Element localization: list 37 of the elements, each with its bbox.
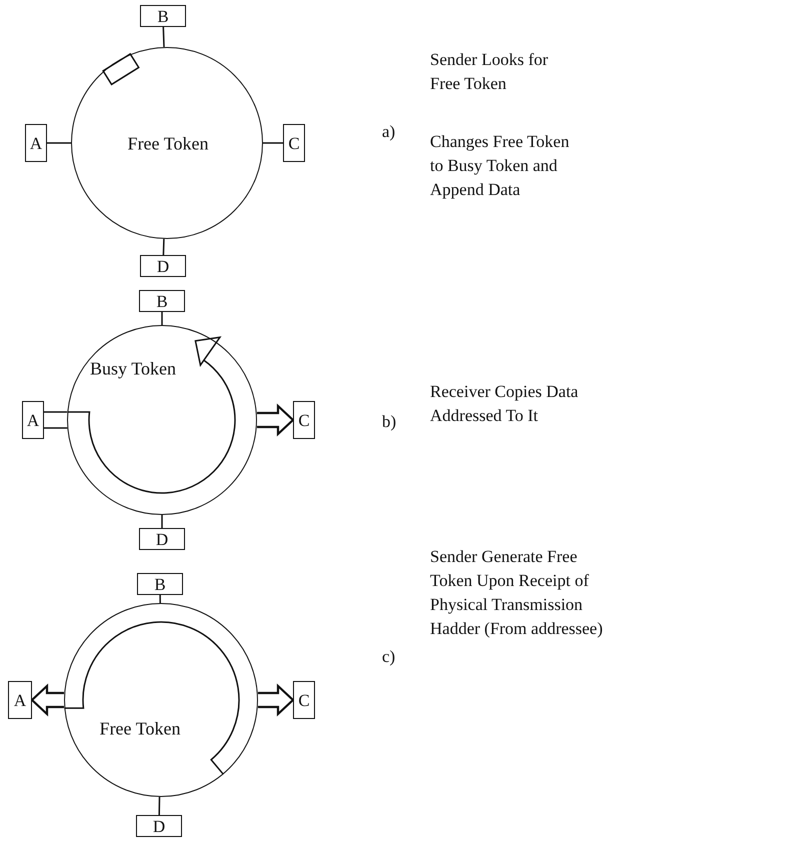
description-text: Receiver Copies Data Addressed To It: [430, 381, 580, 427]
description-text: c): [382, 646, 396, 668]
connector-line: [159, 595, 161, 603]
token-state-label: Free Token: [100, 718, 180, 740]
token-state-label: Free Token: [128, 134, 208, 154]
token-ring: [67, 325, 257, 515]
station-box: A: [25, 124, 47, 162]
connector-line: [162, 238, 165, 256]
station-box: A: [22, 401, 44, 439]
station-box: D: [139, 528, 185, 550]
description-text: Changes Free Token to Busy Token and Append Data: [430, 131, 570, 201]
connector-line: [161, 515, 163, 528]
description-text: b): [382, 411, 396, 433]
connector-line: [158, 796, 160, 816]
station-box: D: [136, 815, 182, 837]
station-box: B: [139, 290, 185, 312]
description-text: a): [382, 121, 396, 143]
token-state-label: Busy Token: [90, 358, 176, 380]
token-ring: [71, 47, 263, 239]
connector-line: [263, 142, 283, 144]
station-box: C: [293, 401, 315, 439]
station-box: B: [137, 573, 183, 595]
connector-line: [161, 312, 163, 325]
block-arrow: [256, 683, 295, 717]
connector-line: [44, 411, 67, 413]
station-box: B: [140, 5, 186, 27]
connector-line: [162, 26, 165, 48]
description-text: Sender Looks for Free Token: [430, 49, 550, 95]
connector-line: [47, 142, 71, 144]
token-ring: [64, 603, 258, 797]
block-arrow: [30, 683, 66, 717]
description-text: Sender Generate Free Token Upon Receipt of Physical Transmission Hadder (From addressee): [430, 546, 604, 640]
block-arrow: [256, 403, 295, 437]
station-box: D: [140, 255, 186, 277]
station-box: C: [283, 124, 305, 162]
station-box: C: [293, 681, 315, 719]
station-box: A: [8, 681, 32, 719]
